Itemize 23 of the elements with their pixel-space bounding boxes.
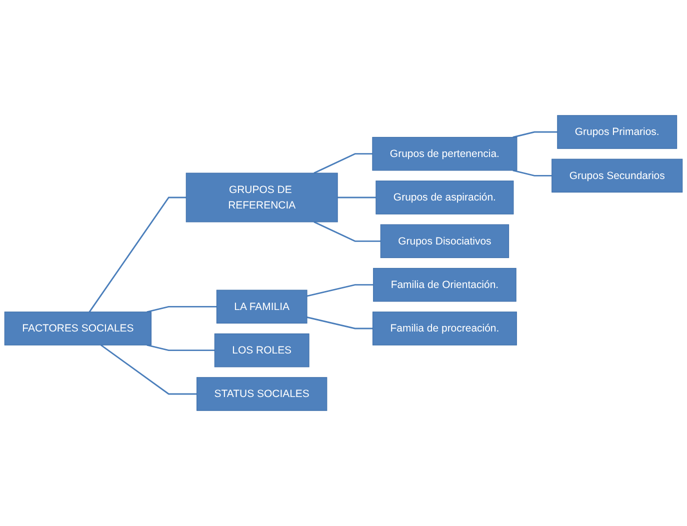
connector	[314, 221, 381, 242]
node-box: Grupos Secundarios	[552, 158, 683, 193]
node-box: Familia de Orientación.	[373, 268, 516, 302]
node-box: Familia de procreación.	[372, 312, 517, 346]
node-box: Grupos Primarios.	[557, 115, 678, 149]
connector	[306, 316, 373, 330]
node-box: LA FAMILIA	[216, 290, 308, 324]
node-box: Grupos de pertenencia.	[372, 136, 518, 171]
connector	[338, 196, 376, 198]
node-box: Grupos Disociativos	[380, 224, 510, 258]
node-box: FACTORES SOCIALES	[4, 312, 152, 346]
connector	[512, 131, 558, 138]
node-box: GRUPOS DE REFERENCIA	[186, 172, 338, 222]
node-box: STATUS SOCIALES	[196, 377, 328, 411]
connector	[512, 170, 552, 176]
connector	[100, 344, 197, 395]
connector	[306, 284, 374, 297]
connector	[314, 153, 372, 174]
connector	[88, 196, 186, 312]
connector	[146, 344, 215, 352]
node-box: Grupos de aspiración.	[376, 180, 514, 214]
connector	[146, 306, 217, 313]
node-box: LOS ROLES	[214, 333, 310, 368]
